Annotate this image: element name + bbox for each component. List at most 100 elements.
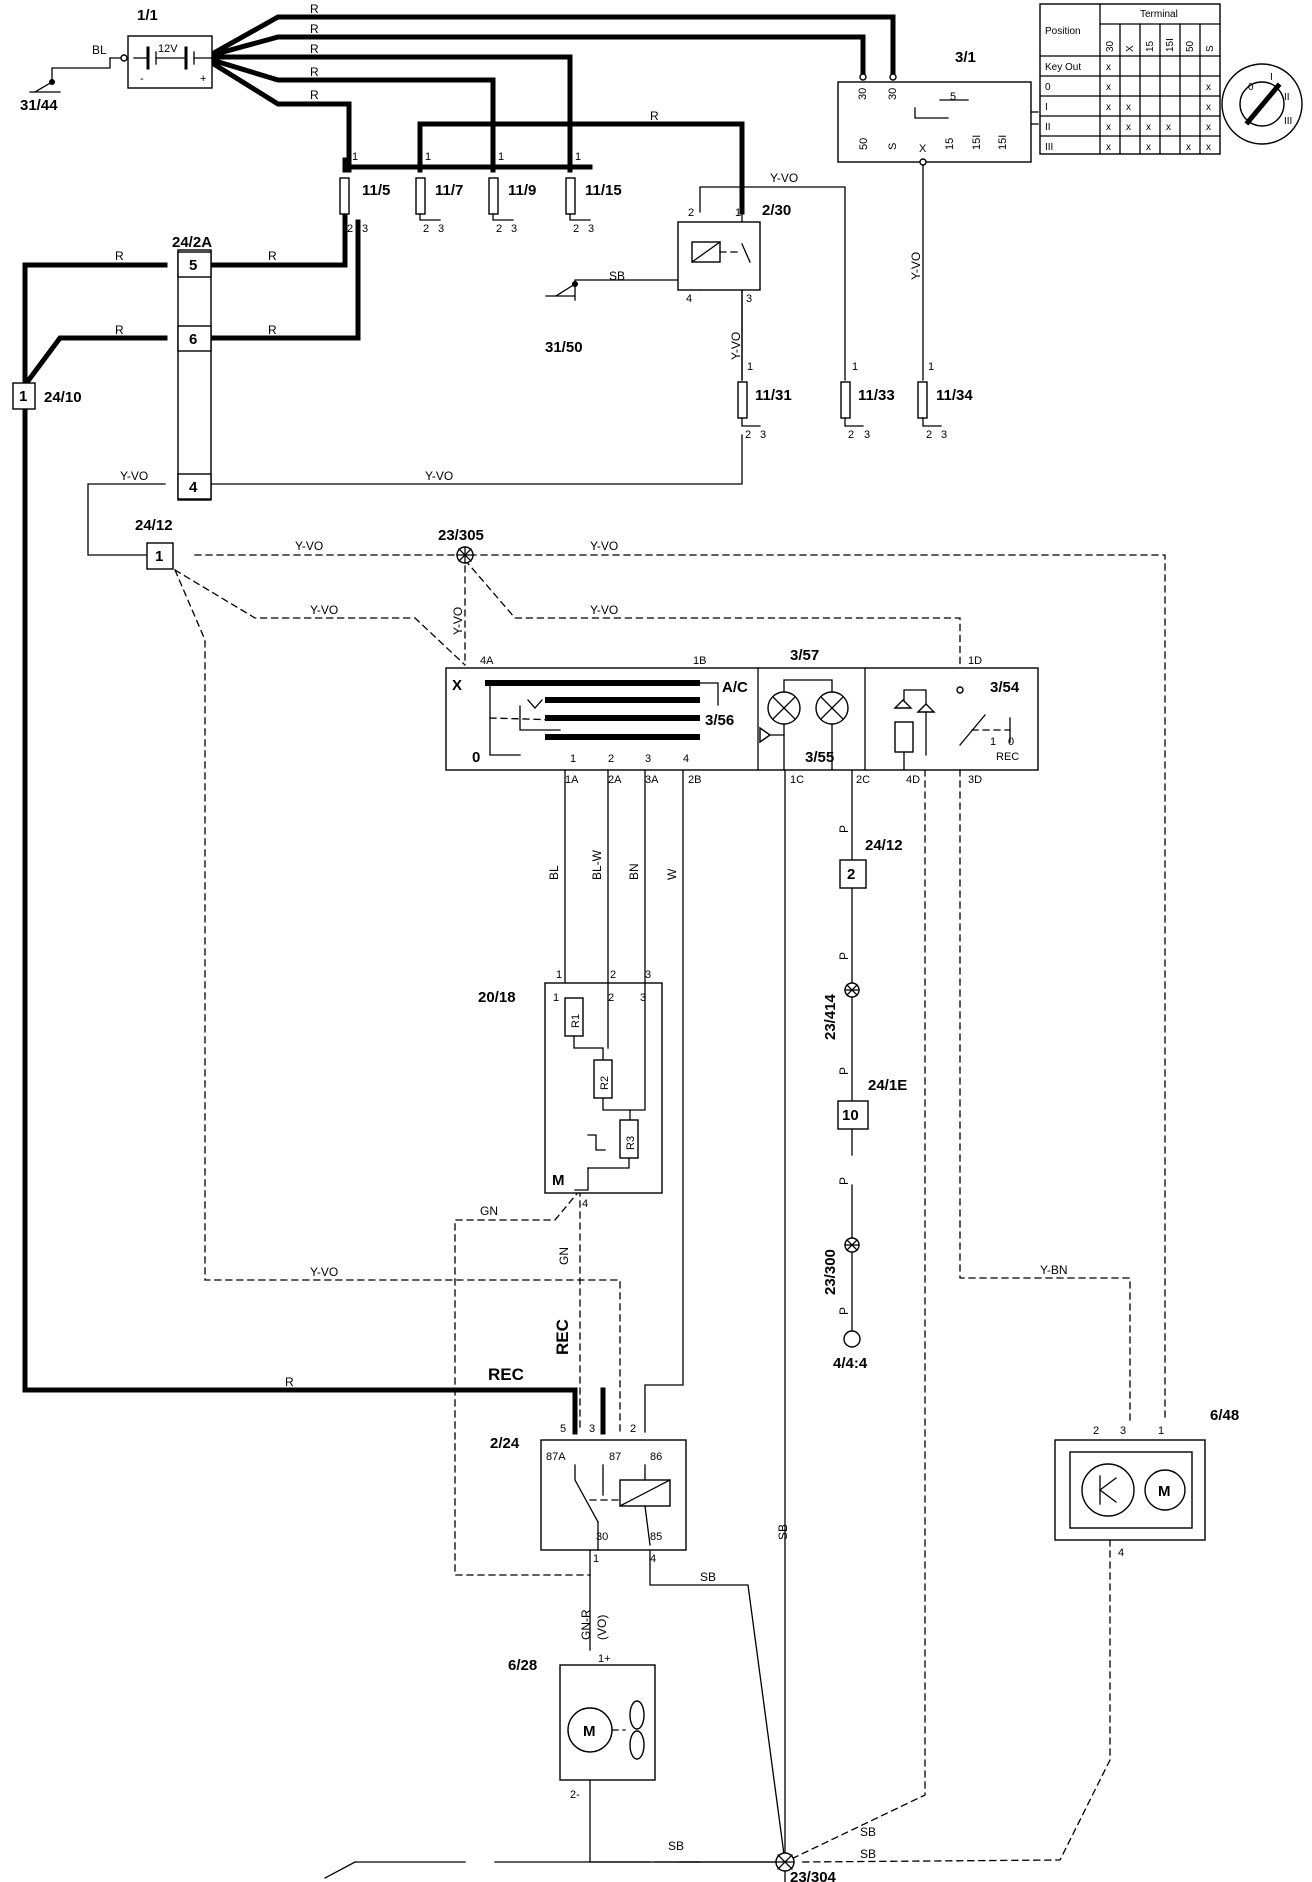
svg-text:2: 2 <box>608 992 614 1004</box>
key-table-mark: x <box>1166 122 1171 133</box>
svg-text:BL-W: BL-W <box>590 849 604 880</box>
svg-text:2: 2 <box>926 429 932 441</box>
module-bottom-pins: 1A 2A 3A 2B 1C 2C 4D 3D BL BL-W BN W <box>547 774 982 880</box>
svg-text:Y-VO: Y-VO <box>310 603 338 617</box>
svg-text:2/30: 2/30 <box>762 202 791 219</box>
svg-text:2: 2 <box>848 429 854 441</box>
svg-text:BN: BN <box>627 863 641 880</box>
svg-text:I: I <box>1270 72 1273 83</box>
svg-text:X: X <box>919 143 927 155</box>
svg-text:15: 15 <box>944 138 956 150</box>
key-table-column-header: 30 <box>1105 40 1116 52</box>
svg-text:4: 4 <box>686 293 692 305</box>
svg-text:M: M <box>583 1723 596 1740</box>
key-table-position: I <box>1045 102 1048 113</box>
svg-text:M: M <box>1158 1483 1171 1500</box>
ignition-switch-3-1: 3/1 30 30 50 S X 15 15I 15I 5 <box>837 49 1039 166</box>
svg-text:R: R <box>650 109 659 123</box>
svg-text:W: W <box>665 868 679 880</box>
svg-text:Y-VO: Y-VO <box>295 539 323 553</box>
svg-text:3/55: 3/55 <box>805 749 834 766</box>
svg-text:Y-VO: Y-VO <box>120 469 148 483</box>
svg-text:2/24: 2/24 <box>490 1435 520 1452</box>
svg-text:5: 5 <box>189 257 197 274</box>
svg-text:REC: REC <box>553 1319 572 1355</box>
svg-text:P: P <box>837 825 851 833</box>
svg-text:Y-VO: Y-VO <box>425 469 453 483</box>
svg-text:4D: 4D <box>906 774 920 786</box>
svg-text:11/31: 11/31 <box>755 387 792 404</box>
svg-text:4: 4 <box>650 1553 656 1565</box>
svg-text:30: 30 <box>887 88 899 100</box>
svg-text:2C: 2C <box>856 774 870 786</box>
svg-text:Y-VO: Y-VO <box>590 603 618 617</box>
key-table-mark: x <box>1186 142 1191 153</box>
svg-text:Y-VO: Y-VO <box>451 607 465 635</box>
svg-text:0: 0 <box>1008 736 1014 748</box>
svg-text:REC: REC <box>488 1365 524 1384</box>
svg-text:P: P <box>837 1177 851 1185</box>
svg-text:1: 1 <box>1158 1425 1164 1437</box>
connector-24-12-left: 24/12 1 Y-VO Y-VO Y-VO Y-VO Y-VO <box>135 517 618 635</box>
svg-text:87A: 87A <box>546 1451 566 1463</box>
fan-motor-6-28: 6/28 1+ M 2- <box>508 1653 656 1801</box>
svg-text:4: 4 <box>1118 1547 1124 1559</box>
connector-24-12-right: P 24/12 2 P <box>837 825 903 960</box>
svg-text:1D: 1D <box>968 655 982 667</box>
svg-text:23/414: 23/414 <box>822 993 839 1040</box>
svg-text:1: 1 <box>593 1553 599 1565</box>
svg-text:2: 2 <box>347 223 353 235</box>
svg-text:R: R <box>115 323 124 337</box>
key-table-column-header: 15I <box>1165 38 1176 52</box>
svg-text:M: M <box>552 1172 565 1189</box>
fan-feed-labels: GN-R (VO) SB SB SB SB SB <box>579 1524 876 1861</box>
svg-text:(VO): (VO) <box>595 1615 609 1640</box>
key-table-mark: x <box>1106 142 1111 153</box>
svg-text:1: 1 <box>155 548 163 565</box>
svg-text:1: 1 <box>990 736 996 748</box>
svg-text:1: 1 <box>575 151 581 163</box>
key-table-column-header: 50 <box>1185 40 1196 52</box>
svg-text:31/44: 31/44 <box>20 97 58 114</box>
svg-text:R2: R2 <box>599 1076 611 1090</box>
splice-23-305: 23/305 <box>438 527 484 564</box>
svg-text:4: 4 <box>582 1198 588 1210</box>
svg-text:R: R <box>268 323 277 337</box>
key-table-mark: x <box>1206 122 1211 133</box>
svg-text:30: 30 <box>857 88 869 100</box>
svg-text:P: P <box>837 1307 851 1315</box>
svg-text:3: 3 <box>645 753 651 765</box>
svg-text:1B: 1B <box>693 655 706 667</box>
svg-text:Terminal: Terminal <box>1140 9 1178 20</box>
svg-text:30: 30 <box>596 1531 608 1543</box>
fuse-11-33: 1 11/33 2 3 <box>840 361 895 441</box>
svg-text:0: 0 <box>1248 82 1254 93</box>
svg-text:SB: SB <box>860 1847 876 1861</box>
svg-text:R: R <box>310 88 319 102</box>
key-table-mark: x <box>1106 122 1111 133</box>
control-panel-module: 4A 1B 1D X A/C 0 3/57 3/56 3/55 3/54 1 2… <box>445 647 1039 771</box>
key-table-mark: x <box>1126 102 1131 113</box>
svg-text:2: 2 <box>608 753 614 765</box>
svg-text:3: 3 <box>1120 1425 1126 1437</box>
key-table-mark: x <box>1126 122 1131 133</box>
svg-text:11/7: 11/7 <box>435 182 463 199</box>
svg-text:4/4:4: 4/4:4 <box>833 1355 868 1372</box>
svg-text:1A: 1A <box>565 774 579 786</box>
splice-23-304: 23/304 <box>775 1852 837 1882</box>
svg-text:II: II <box>1284 92 1290 103</box>
svg-text:3: 3 <box>760 429 766 441</box>
connector-24-2a: 24/2A 5 6 4 R R R R Y-VO Y-VO <box>115 234 453 501</box>
svg-text:86: 86 <box>650 1451 662 1463</box>
svg-text:R: R <box>310 22 319 36</box>
svg-text:S: S <box>887 143 899 150</box>
fuse-11-7: 1 11/7 2 3 <box>415 151 463 235</box>
svg-text:3/1: 3/1 <box>955 49 976 66</box>
svg-text:2: 2 <box>496 223 502 235</box>
ignition-switch-box <box>837 81 1032 163</box>
svg-text:2: 2 <box>688 207 694 219</box>
svg-text:3: 3 <box>864 429 870 441</box>
ground-31-50: 31/50 <box>545 281 583 356</box>
svg-text:2: 2 <box>610 969 616 981</box>
